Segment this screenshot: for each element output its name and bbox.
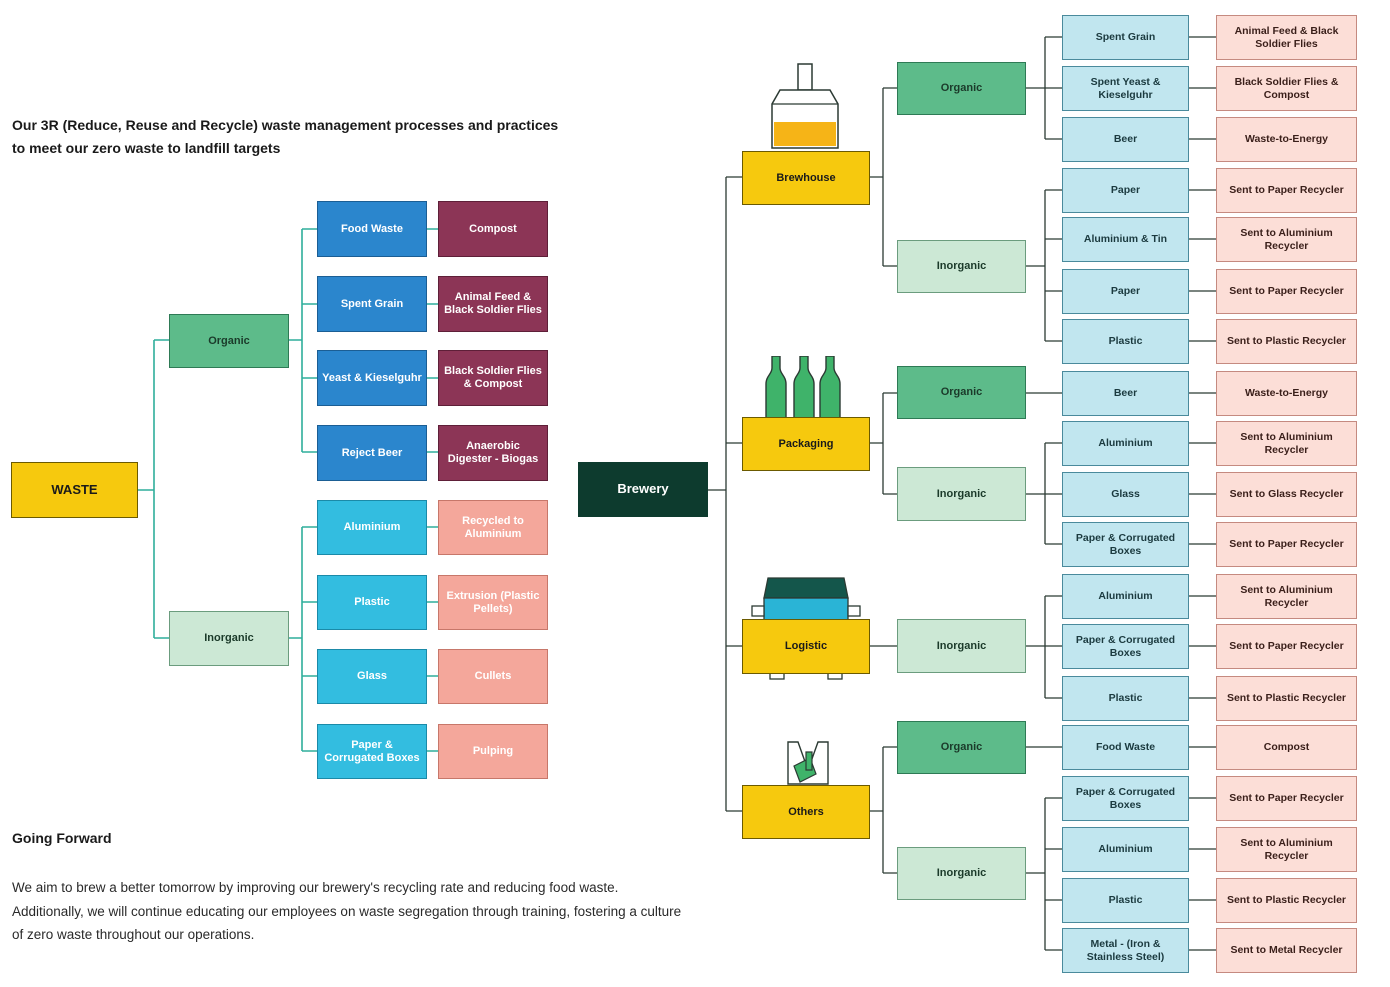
- brewery-destination: Sent to Paper Recycler: [1216, 168, 1357, 213]
- truck-icon: [751, 577, 861, 680]
- brewery-waste-item: Spent Yeast & Kieselguhr: [1062, 66, 1189, 111]
- brewery-destination: Sent to Aluminium Recycler: [1216, 827, 1357, 872]
- brewery-destination: Sent to Plastic Recycler: [1216, 878, 1357, 923]
- waste-inorganic-node: Inorganic: [169, 611, 289, 666]
- brewery-waste-item: Food Waste: [1062, 725, 1189, 770]
- waste-organic-item: Yeast & Kieselguhr: [317, 350, 427, 406]
- waste-organic-item: Reject Beer: [317, 425, 427, 481]
- brewery-waste-item: Paper & Corrugated Boxes: [1062, 776, 1189, 821]
- waste-inorganic-item: Aluminium: [317, 500, 427, 555]
- waste-inorganic-process: Pulping: [438, 724, 548, 779]
- brewery-waste-item: Beer: [1062, 371, 1189, 416]
- brewery-destination: Waste-to-Energy: [1216, 371, 1357, 416]
- brewery-destination: Sent to Aluminium Recycler: [1216, 217, 1357, 262]
- waste-organic-node: Organic: [169, 314, 289, 368]
- going-forward-heading: Going Forward: [12, 830, 112, 846]
- waste-organic-item: Spent Grain: [317, 276, 427, 332]
- brewery-waste-item: Paper & Corrugated Boxes: [1062, 522, 1189, 567]
- stage-packaging: Packaging: [742, 417, 870, 471]
- brewery-waste-item: Aluminium: [1062, 574, 1189, 619]
- brewery-waste-item: Plastic: [1062, 878, 1189, 923]
- packaging-organic-node: Organic: [897, 366, 1026, 419]
- waste-organic-item: Food Waste: [317, 201, 427, 257]
- diagram-title: Our 3R (Reduce, Reuse and Recycle) waste…: [12, 117, 559, 156]
- brewery-destination: Sent to Aluminium Recycler: [1216, 574, 1357, 619]
- brewery-waste-item: Beer: [1062, 117, 1189, 162]
- waste-inorganic-process: Recycled to Aluminium: [438, 500, 548, 555]
- brewery-waste-item: Aluminium: [1062, 421, 1189, 466]
- brewery-waste-item: Plastic: [1062, 319, 1189, 364]
- brewery-destination: Black Soldier Flies & Compost: [1216, 66, 1357, 111]
- brewery-destination: Sent to Aluminium Recycler: [1216, 421, 1357, 466]
- brewery-waste-item: Spent Grain: [1062, 15, 1189, 60]
- brewery-destination: Sent to Paper Recycler: [1216, 522, 1357, 567]
- brewery-waste-item: Paper & Corrugated Boxes: [1062, 624, 1189, 669]
- brewery-destination: Sent to Plastic Recycler: [1216, 676, 1357, 721]
- brewhouse-inorganic-node: Inorganic: [897, 240, 1026, 293]
- waste-inorganic-item: Plastic: [317, 575, 427, 630]
- brewery-root: Brewery: [578, 462, 708, 517]
- brewery-destination: Animal Feed & Black Soldier Flies: [1216, 15, 1357, 60]
- brewery-destination: Sent to Plastic Recycler: [1216, 319, 1357, 364]
- brewery-destination: Waste-to-Energy: [1216, 117, 1357, 162]
- waste-organic-process: Compost: [438, 201, 548, 257]
- brewery-waste-item: Paper: [1062, 269, 1189, 314]
- waste-inorganic-process: Extrusion (Plastic Pellets): [438, 575, 548, 630]
- brewery-destination: Compost: [1216, 725, 1357, 770]
- waste-organic-process: Anaerobic Digester - Biogas: [438, 425, 548, 481]
- waste-organic-process: Animal Feed & Black Soldier Flies: [438, 276, 548, 332]
- logistic-inorganic-node: Inorganic: [897, 619, 1026, 673]
- brewery-destination: Sent to Glass Recycler: [1216, 472, 1357, 517]
- waste-inorganic-process: Cullets: [438, 649, 548, 704]
- others-inorganic-node: Inorganic: [897, 847, 1026, 900]
- brewery-destination: Sent to Paper Recycler: [1216, 776, 1357, 821]
- brewing-vessel-icon: [771, 63, 839, 149]
- waste-inorganic-item: Glass: [317, 649, 427, 704]
- brewery-waste-item: Metal - (Iron & Stainless Steel): [1062, 928, 1189, 973]
- brewery-waste-item: Plastic: [1062, 676, 1189, 721]
- stage-brewhouse: Brewhouse: [742, 151, 870, 205]
- bottles-icon: [765, 356, 841, 418]
- brewery-destination: Sent to Metal Recycler: [1216, 928, 1357, 973]
- packaging-inorganic-node: Inorganic: [897, 467, 1026, 521]
- brewery-waste-item: Aluminium & Tin: [1062, 217, 1189, 262]
- brewery-waste-item: Paper: [1062, 168, 1189, 213]
- recycling-bin-icon: [787, 741, 829, 785]
- going-forward-body: We aim to brew a better tomorrow by impr…: [12, 880, 682, 942]
- brewery-waste-item: Aluminium: [1062, 827, 1189, 872]
- others-organic-node: Organic: [897, 721, 1026, 774]
- brewery-destination: Sent to Paper Recycler: [1216, 624, 1357, 669]
- stage-logistic: Logistic: [742, 619, 870, 674]
- brewery-destination: Sent to Paper Recycler: [1216, 269, 1357, 314]
- waste-inorganic-item: Paper & Corrugated Boxes: [317, 724, 427, 779]
- brewhouse-organic-node: Organic: [897, 62, 1026, 115]
- stage-others: Others: [742, 785, 870, 839]
- brewery-waste-item: Glass: [1062, 472, 1189, 517]
- waste-organic-process: Black Soldier Flies & Compost: [438, 350, 548, 406]
- waste-root: WASTE: [11, 462, 138, 518]
